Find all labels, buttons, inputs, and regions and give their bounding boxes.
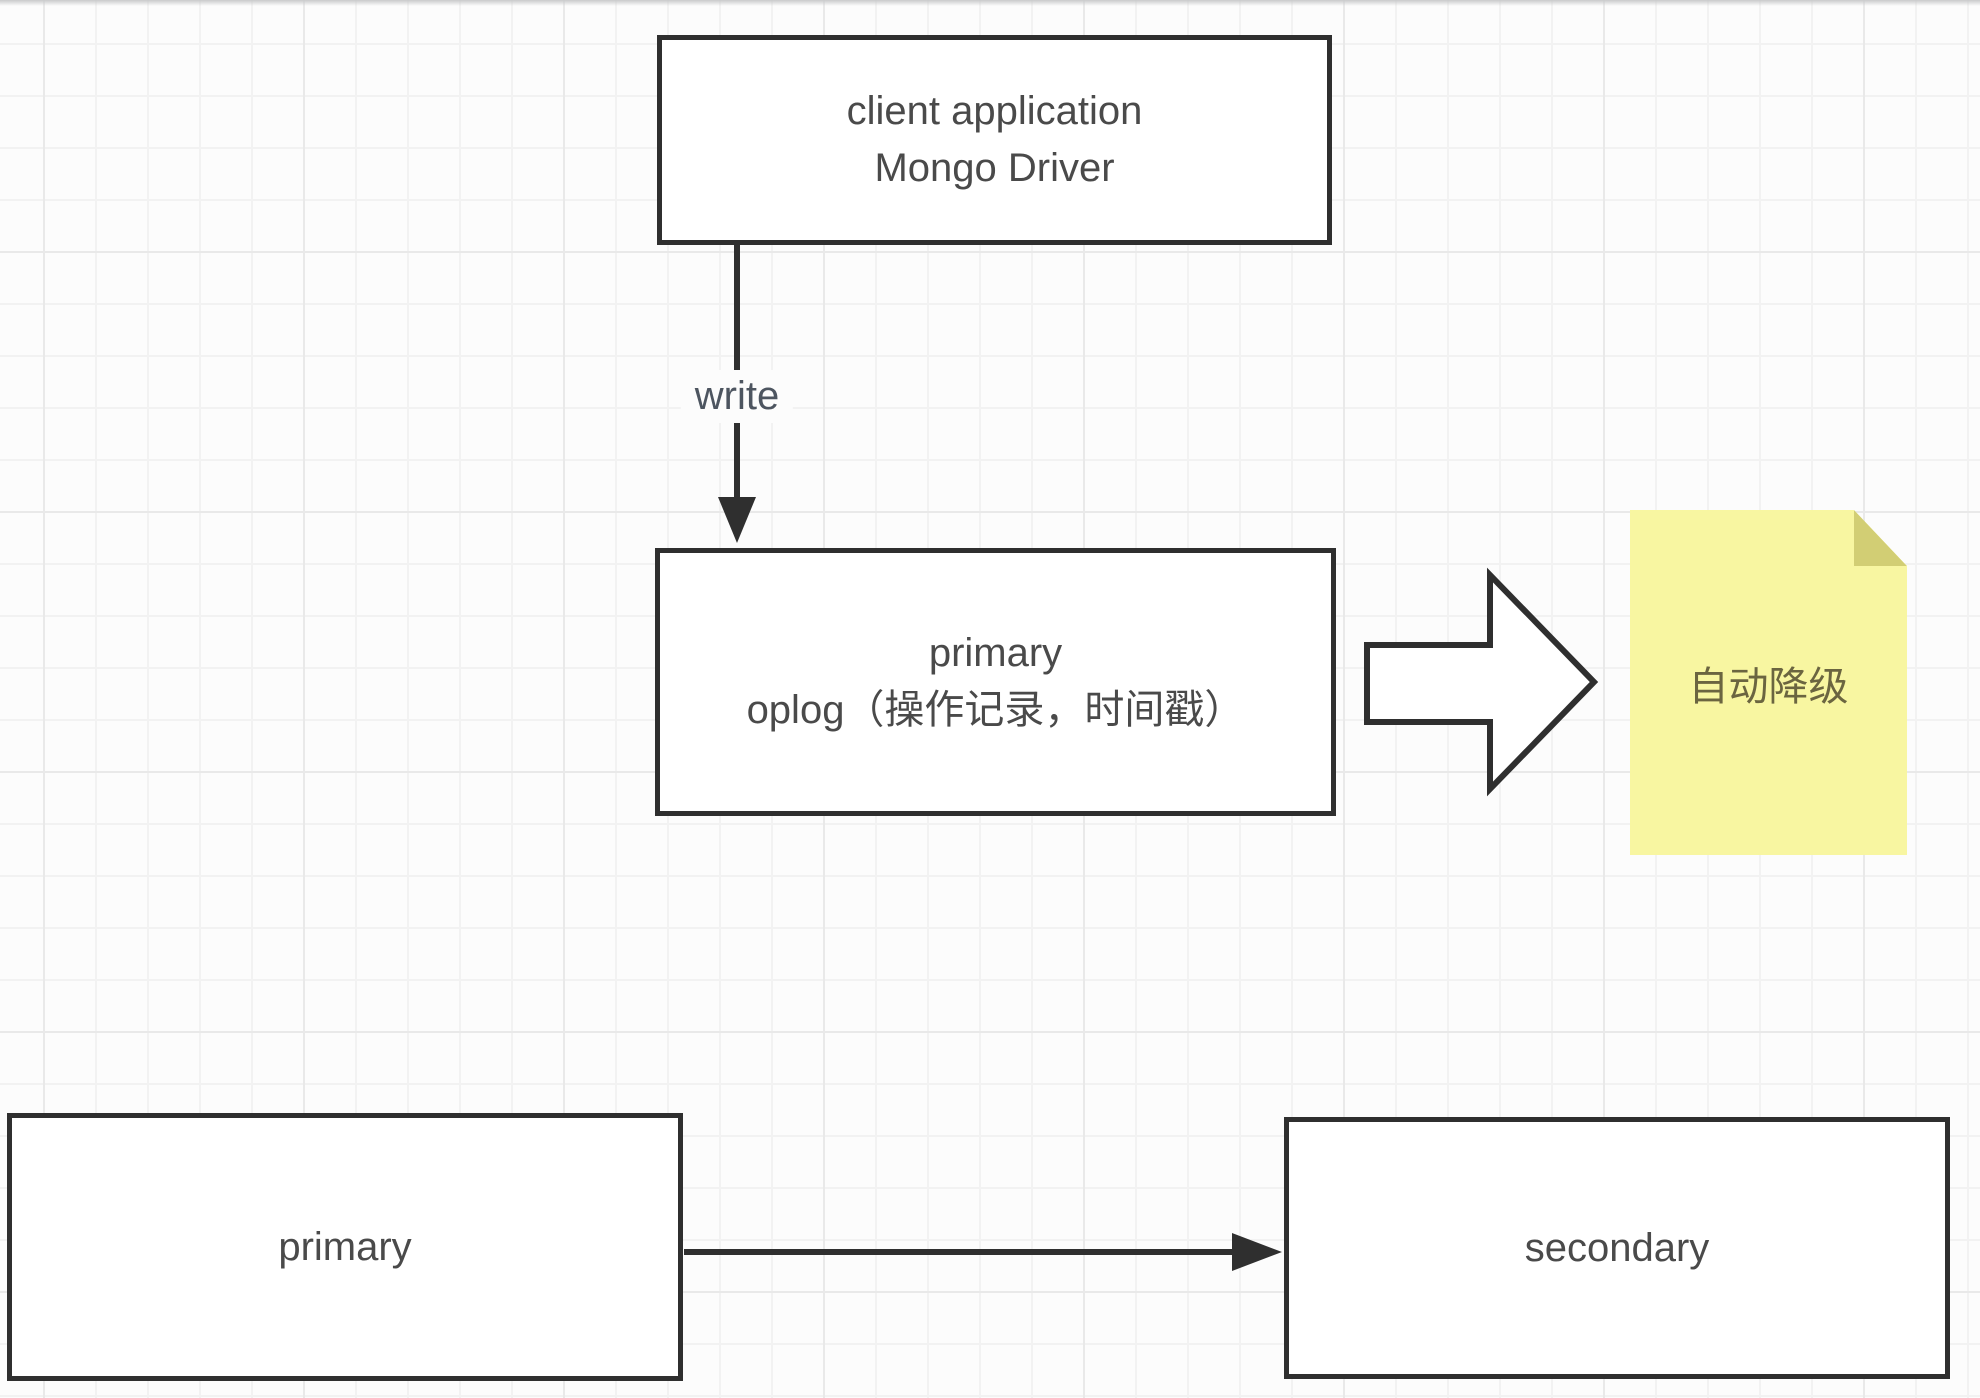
node-secondary-label: secondary	[1524, 1225, 1710, 1270]
write-edge-label: write	[680, 370, 794, 423]
replication-arrow	[684, 1233, 1282, 1271]
replication-arrowhead-icon	[1232, 1233, 1282, 1271]
node-client-application-line2: Mongo Driver	[874, 146, 1115, 190]
node-primary-oplog: primary oplog（操作记录，时间戳）	[655, 548, 1336, 816]
block-arrow-icon	[1364, 567, 1599, 797]
write-arrowhead-icon	[718, 497, 756, 543]
node-client-application-text: client application Mongo Driver	[847, 83, 1143, 197]
sticky-note-label: 自动降级	[1688, 664, 1849, 709]
node-secondary-text: secondary	[1525, 1220, 1710, 1277]
node-primary-oplog-line1: primary	[928, 631, 1063, 676]
node-primary: primary	[7, 1113, 683, 1381]
node-primary-label: primary	[278, 1224, 412, 1269]
node-primary-oplog-line2: oplog（操作记录，时间戳）	[746, 688, 1245, 732]
sticky-note: 自动降级	[1630, 510, 1907, 855]
node-secondary: secondary	[1284, 1117, 1950, 1379]
sticky-note-fold-corner-icon	[1854, 510, 1907, 566]
node-client-application: client application Mongo Driver	[657, 35, 1332, 245]
node-primary-text: primary	[278, 1219, 411, 1276]
canvas-top-edge	[0, 0, 1980, 6]
node-client-application-line1: client application	[846, 89, 1143, 134]
node-primary-oplog-text: primary oplog（操作记录，时间戳）	[747, 625, 1245, 739]
